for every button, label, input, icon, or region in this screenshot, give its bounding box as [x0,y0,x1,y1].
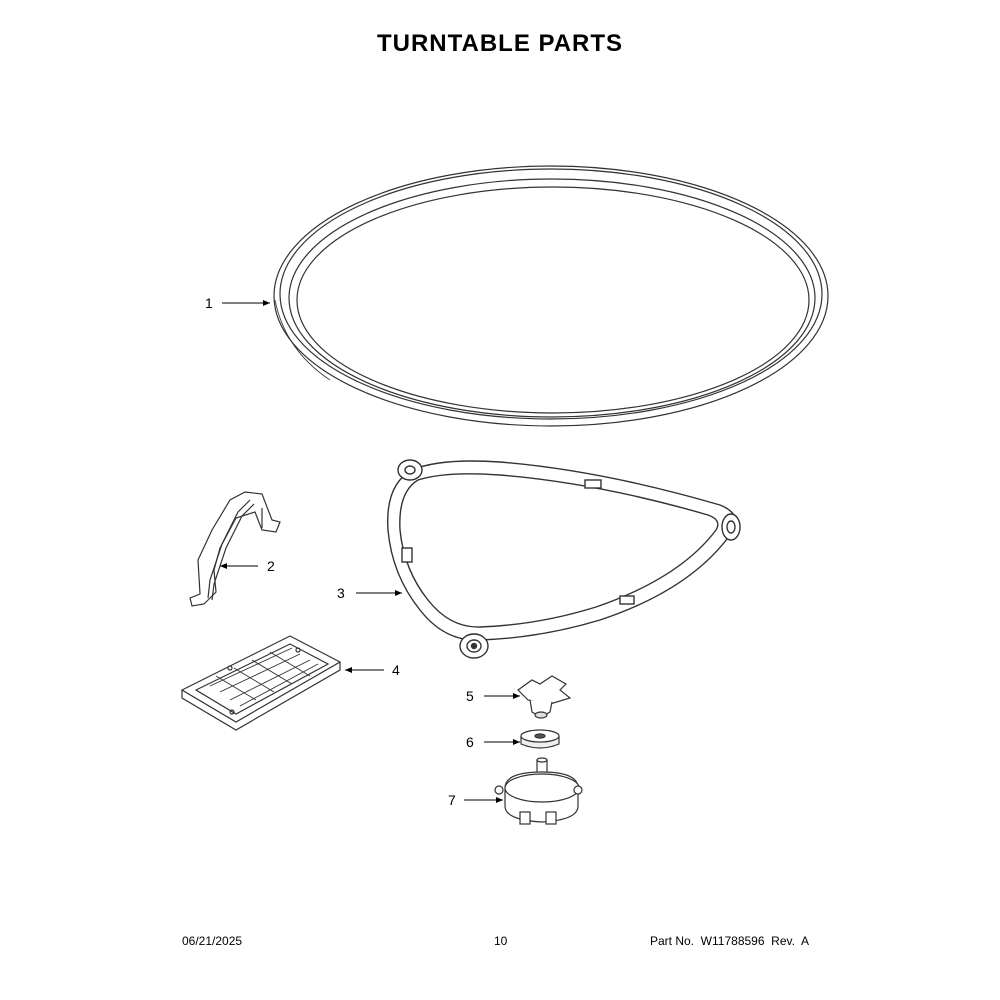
footer-part-number: Part No. W11788596 Rev. A [650,934,809,948]
page-title: TURNTABLE PARTS [376,30,624,57]
callout-2: 2 [267,558,275,574]
callout-arrows [220,300,520,803]
callout-5: 5 [466,688,474,704]
part-2-bracket[interactable] [189,491,281,607]
part-3-roller-ring[interactable] [387,459,741,659]
footer-page-number: 10 [494,934,508,948]
callout-6: 6 [466,734,474,750]
callout-7: 7 [448,792,456,808]
part-5-coupler[interactable] [517,675,572,719]
callout-3: 3 [337,585,345,601]
callout-4: 4 [392,662,400,678]
part-1-turntable-tray[interactable] [273,165,829,427]
part-4-grid-plate[interactable] [180,635,342,731]
part-7-motor[interactable] [494,757,583,825]
part-6-washer[interactable] [520,729,560,749]
callout-1: 1 [205,295,213,311]
footer-date: 06/21/2025 [182,934,243,948]
